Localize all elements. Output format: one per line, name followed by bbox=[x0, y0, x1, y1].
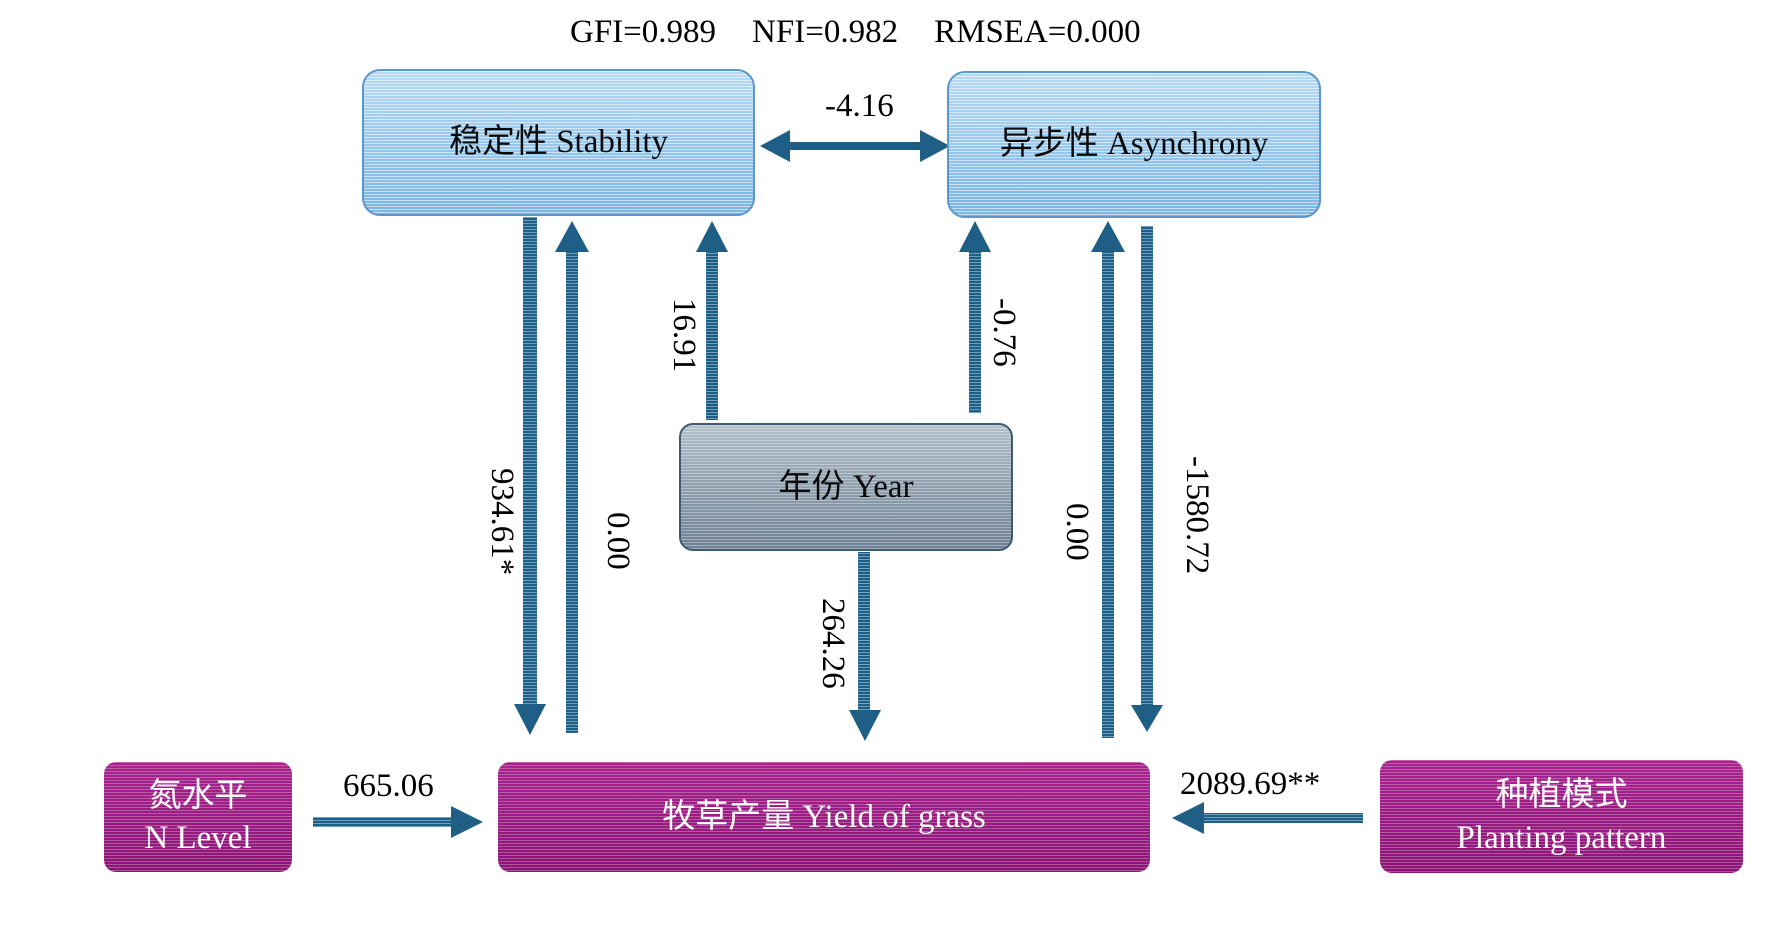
coef-nlevel-yield: 665.06 bbox=[343, 768, 434, 804]
year-to-asynchrony-arrow bbox=[959, 221, 991, 413]
coef-year-yield: 264.26 bbox=[815, 598, 851, 689]
coef-stability-asynchrony: -4.16 bbox=[825, 88, 894, 124]
n-level-node: 氮水平 N Level bbox=[104, 762, 292, 872]
nlevel-to-yield-arrow bbox=[313, 806, 483, 838]
year-node: 年份 Year bbox=[679, 423, 1013, 551]
year-label: 年份 Year bbox=[778, 468, 914, 505]
stability-asynchrony-arrow bbox=[760, 130, 950, 162]
n-level-label-cn: 氮水平 bbox=[148, 777, 248, 814]
planting-node: 种植模式 Planting pattern bbox=[1380, 760, 1743, 873]
asynchrony-node: 异步性 Asynchrony bbox=[947, 71, 1321, 218]
yield-node: 牧草产量 Yield of grass bbox=[498, 762, 1150, 872]
asynchrony-to-yield-arrow bbox=[1131, 226, 1163, 732]
nfi-value: NFI=0.982 bbox=[752, 14, 899, 50]
asynchrony-label: 异步性 Asynchrony bbox=[999, 126, 1269, 163]
stability-label: 稳定性 Stability bbox=[448, 124, 669, 161]
planting-label-en: Planting pattern bbox=[1456, 819, 1667, 856]
planting-to-yield-arrow bbox=[1172, 802, 1363, 834]
yield-to-stability-arrow bbox=[555, 221, 589, 733]
coef-year-stability: 16.91 bbox=[666, 298, 702, 373]
coef-yield-asynchrony: 0.00 bbox=[1059, 503, 1095, 561]
yield-label: 牧草产量 Yield of grass bbox=[662, 798, 986, 835]
yield-to-asynchrony-arrow bbox=[1091, 221, 1125, 738]
year-to-yield-arrow bbox=[849, 552, 881, 741]
coef-year-asynchrony: -0.76 bbox=[986, 298, 1022, 367]
gfi-value: GFI=0.989 bbox=[570, 14, 717, 50]
planting-label-cn: 种植模式 bbox=[1495, 777, 1628, 814]
rmsea-value: RMSEA=0.000 bbox=[934, 14, 1141, 50]
fit-indices: GFI=0.989 NFI=0.982 RMSEA=0.000 bbox=[552, 16, 1159, 49]
year-to-stability-arrow bbox=[696, 221, 728, 420]
coef-stability-yield: 934.61* bbox=[484, 468, 520, 576]
coef-planting-yield: 2089.69** bbox=[1180, 766, 1321, 802]
n-level-label-en: N Level bbox=[144, 820, 252, 856]
coef-asynchrony-yield: -1580.72 bbox=[1179, 456, 1215, 575]
stability-node: 稳定性 Stability bbox=[362, 69, 755, 216]
coef-yield-stability: 0.00 bbox=[600, 512, 636, 570]
stability-to-yield-arrow bbox=[514, 217, 546, 735]
